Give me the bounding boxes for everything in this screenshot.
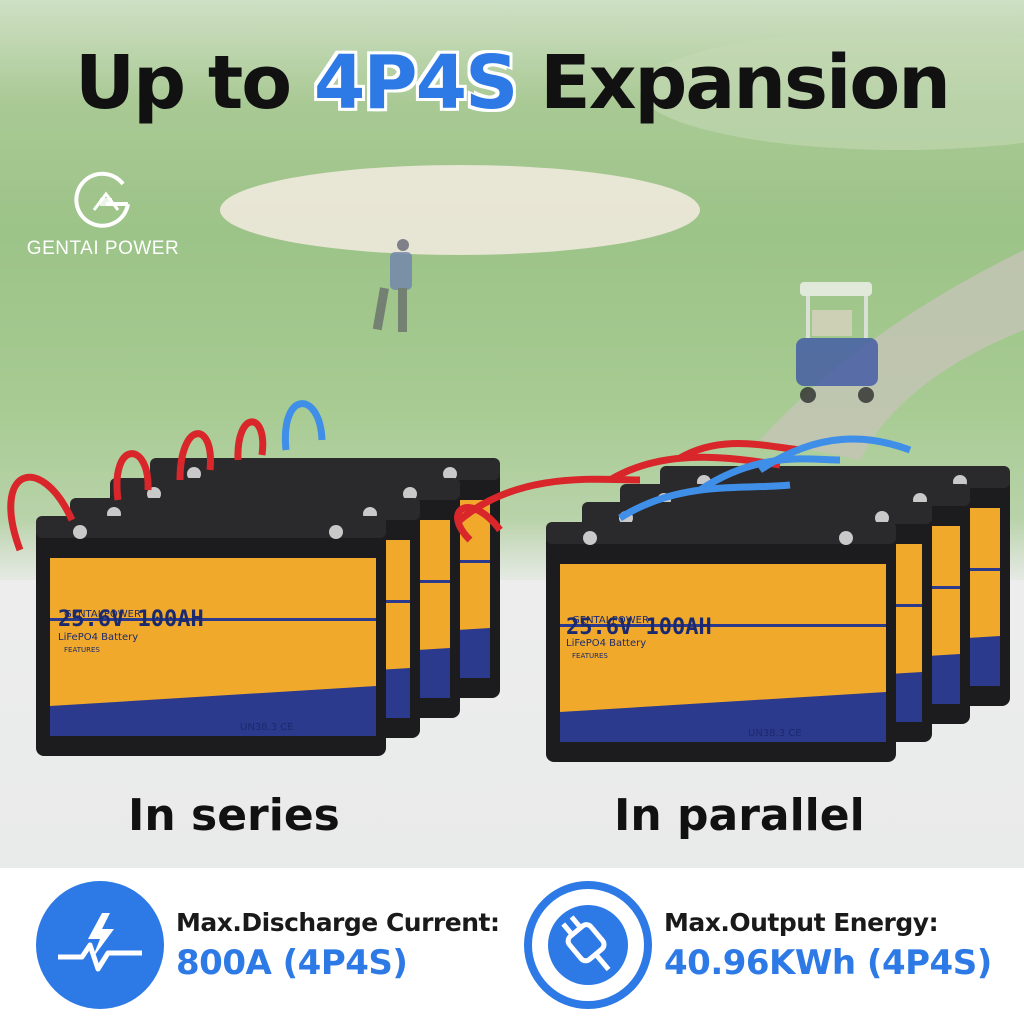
battery-rating-right: 25.6V 100AH [566, 615, 712, 640]
battery-cert-right: UN38.3 CE [748, 728, 802, 739]
battery-rating-left: 25.6V 100AH [58, 607, 204, 632]
background-illustration [220, 30, 1024, 460]
plug-icon [524, 881, 652, 1009]
battery-brand-left: GENTAI POWER [64, 609, 141, 620]
spec-output-energy: Max.Output Energy: 40.96KWh (4P4S) [524, 881, 992, 1009]
battery-features-right: FEATURES [572, 652, 608, 660]
battery-illustration: GENTAI POWER 25.6V 100AH LiFePO4 Battery… [7, 400, 1010, 762]
spec-value: 40.96KWh (4P4S) [664, 942, 992, 983]
title-suffix: Expansion [516, 40, 951, 126]
golf-cart [796, 282, 878, 403]
page-title: Up to 4P4S Expansion [0, 46, 1024, 120]
spec-footer [0, 868, 1024, 1024]
battery-cert-left: UN38.3 CE [240, 722, 294, 733]
brand-name: GENTAI POWER [26, 238, 180, 259]
gentai-logo-icon [74, 171, 130, 228]
battery-chemistry-left: LiFePO4 Battery [58, 632, 138, 643]
caption-in-parallel: In parallel [614, 790, 865, 841]
lightning-pulse-icon [36, 881, 164, 1009]
title-prefix: Up to [75, 40, 314, 126]
spec-label: Max.Discharge Current: [176, 907, 500, 937]
parallel-battery-stack [457, 435, 1010, 762]
spec-discharge-current: Max.Discharge Current: 800A (4P4S) [36, 881, 500, 1009]
title-accent: 4P4S [313, 40, 519, 126]
golfer-figure [372, 239, 412, 332]
spec-value: 800A (4P4S) [176, 942, 408, 983]
brand-logo-block: GENTAI POWER [18, 166, 188, 260]
spec-label: Max.Output Energy: [664, 907, 939, 937]
battery-chemistry-right: LiFePO4 Battery [566, 638, 646, 649]
caption-in-series: In series [128, 790, 340, 841]
series-battery-stack [7, 400, 503, 756]
battery-brand-right: GENTAI POWER [572, 615, 649, 626]
battery-features-left: FEATURES [64, 646, 100, 654]
